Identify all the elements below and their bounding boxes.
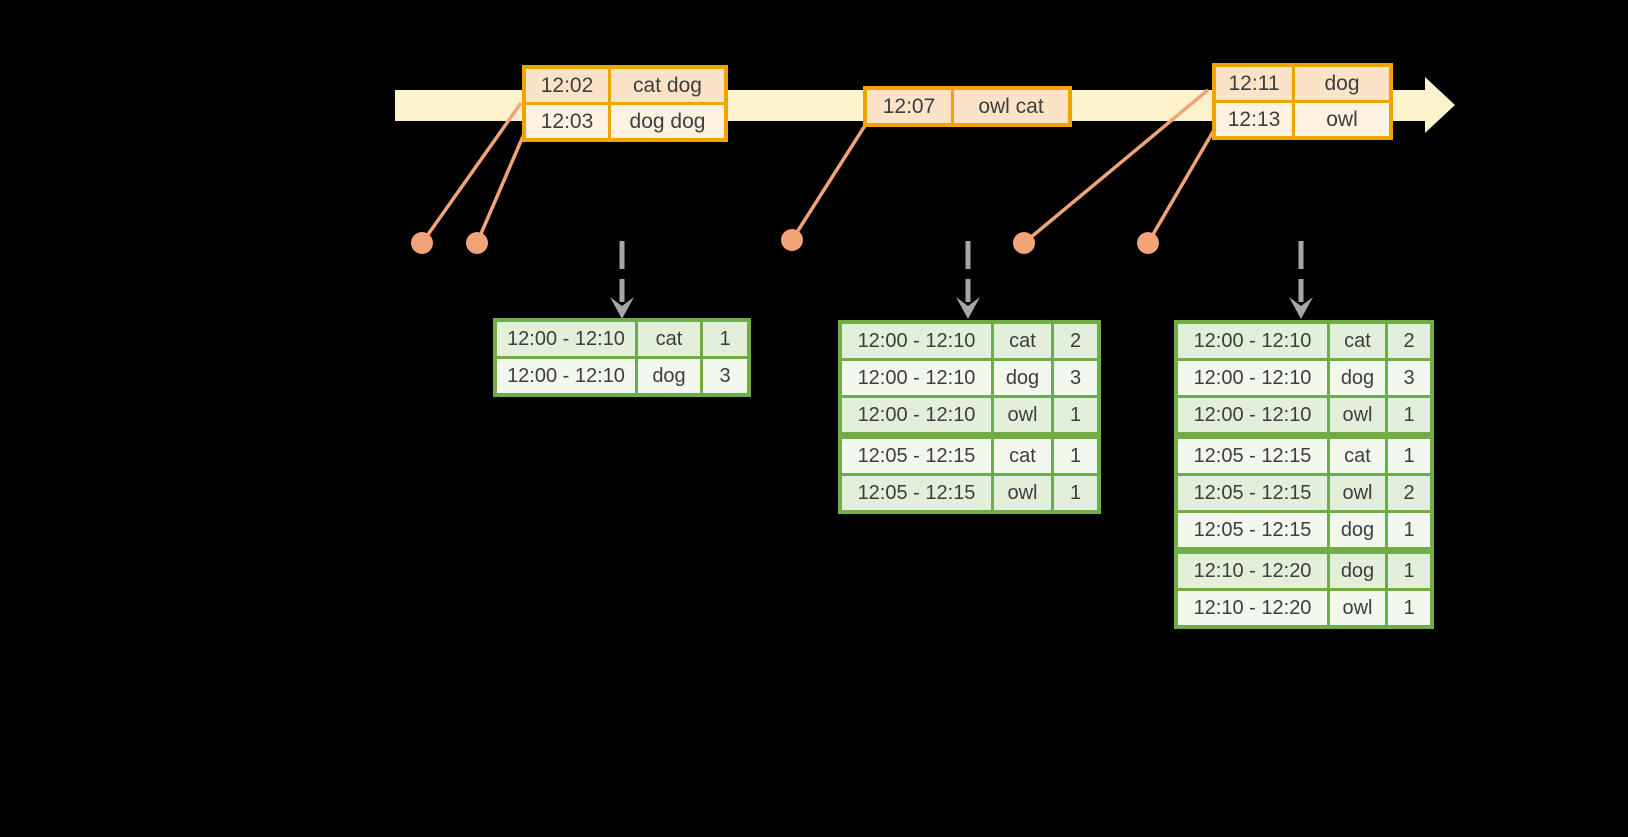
event-dot (411, 232, 433, 254)
event-connector-line (1022, 88, 1210, 245)
event-dot (466, 232, 488, 254)
table-cell: 12:05 - 12:15 (1178, 513, 1327, 547)
table-cell: 12:05 - 12:15 (1178, 476, 1327, 510)
table-cell: 12:05 - 12:15 (842, 439, 991, 473)
table-cell: 2 (1388, 324, 1430, 358)
table-cell: 1 (1054, 398, 1097, 432)
table-cell: dog (994, 361, 1051, 395)
trigger-arrow-icon (956, 241, 980, 319)
table-cell: 2 (1054, 324, 1097, 358)
table-cell: 1 (1054, 439, 1097, 473)
table-cell: 12:13 (1216, 103, 1292, 136)
table-cell: cat (1330, 324, 1385, 358)
table-cell: 12:00 - 12:10 (497, 322, 635, 356)
event-connector-line (420, 101, 523, 245)
table-cell: 3 (1054, 361, 1097, 395)
table-cell: 12:11 (1216, 67, 1292, 100)
table-cell: 12:07 (867, 90, 951, 123)
table-cell: 12:10 - 12:20 (1178, 554, 1327, 588)
table-cell: owl (994, 476, 1051, 510)
table-cell: 12:02 (526, 69, 608, 102)
table-cell: 12:00 - 12:10 (1178, 361, 1327, 395)
table-cell: owl (994, 398, 1051, 432)
table-cell: 1 (1388, 513, 1430, 547)
event-connector-line (475, 133, 526, 244)
event-connector-line (790, 123, 868, 241)
table-cell: cat dog (611, 69, 724, 102)
event-connector-line (1146, 129, 1216, 244)
table-cell: owl cat (954, 90, 1068, 123)
table-cell: dog (638, 359, 700, 393)
trigger-arrow-icon (1289, 241, 1313, 319)
table-cell: 2 (1388, 476, 1430, 510)
table-cell: 12:00 - 12:10 (1178, 398, 1327, 432)
table-cell: owl (1330, 591, 1385, 625)
table-cell: owl (1330, 476, 1385, 510)
table-cell: dog (1295, 67, 1389, 100)
table-cell: dog dog (611, 105, 724, 138)
table-cell: 1 (1388, 398, 1430, 432)
table-cell: 12:05 - 12:15 (842, 476, 991, 510)
table-cell: 12:10 - 12:20 (1178, 591, 1327, 625)
event-dot (1013, 232, 1035, 254)
table-cell: dog (1330, 554, 1385, 588)
table-cell: cat (638, 322, 700, 356)
timeline-arrowhead-icon (1425, 77, 1455, 133)
table-cell: cat (1330, 439, 1385, 473)
trigger-arrow-icon (610, 241, 634, 319)
table-cell: 1 (703, 322, 747, 356)
table-cell: 12:00 - 12:10 (842, 361, 991, 395)
table-cell: 3 (1388, 361, 1430, 395)
table-cell: 3 (703, 359, 747, 393)
table-cell: dog (1330, 361, 1385, 395)
table-cell: 12:00 - 12:10 (842, 324, 991, 358)
table-cell: dog (1330, 513, 1385, 547)
table-cell: 12:00 - 12:10 (842, 398, 991, 432)
table-cell: 1 (1388, 554, 1430, 588)
table-cell: 12:00 - 12:10 (1178, 324, 1327, 358)
table-cell: owl (1330, 398, 1385, 432)
table-cell: 12:03 (526, 105, 608, 138)
table-cell: 12:00 - 12:10 (497, 359, 635, 393)
table-cell: 12:05 - 12:15 (1178, 439, 1327, 473)
event-dot (1137, 232, 1159, 254)
table-cell: 1 (1388, 439, 1430, 473)
table-cell: 1 (1054, 476, 1097, 510)
table-cell: cat (994, 439, 1051, 473)
event-dot (781, 229, 803, 251)
table-cell: owl (1295, 103, 1389, 136)
table-cell: 1 (1388, 591, 1430, 625)
table-cell: cat (994, 324, 1051, 358)
